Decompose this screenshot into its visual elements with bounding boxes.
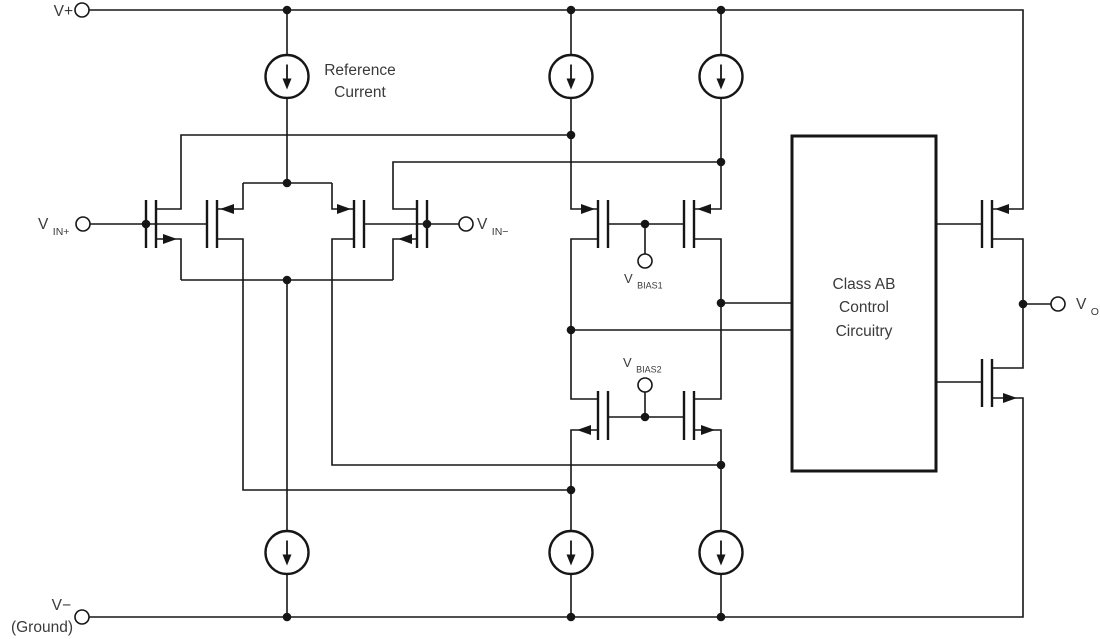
mosfet-source-arrow-icon [163,234,177,244]
wire [570,98,598,210]
bottom-current-source-right [698,529,744,576]
current-source-arrow-icon [716,78,726,90]
class-ab-control-box [790,134,938,473]
mosfet-source-arrow-icon [581,204,595,214]
junction-dot [566,485,576,495]
class-ab-label-line3: Circuitry [836,323,893,340]
vout-subscript: O [1091,306,1099,318]
class-ab-label-line1: Class AB [833,276,896,293]
wire [331,183,354,210]
junction-dot [716,460,726,470]
wire [156,134,571,210]
vout-label: V O [1076,296,1099,318]
cascode-nmos-left [577,391,610,440]
vin-plus-terminal [75,216,91,232]
vbias1-terminal [637,253,653,269]
reference-current-source [264,53,310,100]
wire [570,429,598,531]
vin-minus-base: V [477,216,488,233]
mosfet-source-arrow-icon [220,204,234,214]
vbias2-base: V [623,355,632,370]
vout-base: V [1076,296,1087,313]
input-pmos-vin-minus [337,200,366,248]
junction-dot [716,298,726,308]
cascode-pmos-right [682,200,711,248]
mosfet-source-arrow-icon [398,234,412,244]
junction-dot [566,325,576,335]
mosfet-source-arrow-icon [337,204,351,214]
junction-dot [282,275,292,285]
wire [694,429,722,531]
mosfet-source-arrow-icon [697,204,711,214]
current-source-arrow-icon [282,554,292,566]
vout-terminal [1050,296,1066,312]
mosfet-source-arrow-icon [995,204,1009,214]
junction-dot [640,412,650,422]
cascode-nmos-right [682,391,715,440]
vbias1-base: V [624,271,633,286]
mosfet-source-arrow-icon [701,425,715,435]
junction-dot [716,612,726,622]
current-source-arrow-icon [566,554,576,566]
junction-dot [566,612,576,622]
junction-dot [282,5,292,15]
vin-minus-subscript: IN− [492,226,509,238]
vbias2-subscript: BIAS2 [636,365,662,375]
junction-dot [716,5,726,15]
wire [694,98,722,210]
reference-current-label-line1: Reference [324,62,396,79]
vin-plus-subscript: IN+ [53,226,70,238]
junction-dot [716,157,726,167]
output-nmos [980,359,1017,407]
schematic-canvas [74,2,1066,625]
wire [992,238,1024,369]
mosfet-source-arrow-icon [1003,393,1017,403]
vbias1-label: V BIAS1 [624,270,663,291]
wire [392,161,721,210]
junction-dot [566,130,576,140]
current-source-arrow-icon [716,554,726,566]
junction-dot [1018,299,1028,309]
reference-current-label-line2: Current [334,84,386,101]
wire [156,238,182,280]
wire [694,238,722,400]
top-current-source-right [698,53,744,100]
v-plus-terminal [74,2,90,18]
junction-dot [282,178,292,188]
current-source-arrow-icon [566,78,576,90]
class-ab-label-line2: Control [839,299,889,316]
junction-dot [566,5,576,15]
junction-dot [282,612,292,622]
vin-plus-label: V IN+ [38,216,69,238]
vbias1-subscript: BIAS1 [637,281,663,291]
vin-plus-base: V [38,216,49,233]
vbias2-terminal [637,377,653,393]
wire [570,238,598,400]
output-pmos [980,200,1009,248]
cascode-pmos-left [581,200,610,248]
wire [217,238,571,491]
current-source-arrow-icon [282,78,292,90]
ground-label: (Ground) [11,619,73,636]
bottom-current-source-left [264,529,310,576]
junction-dot [141,219,151,229]
wire [331,238,721,466]
v-minus-label: V− [52,597,71,614]
junction-dot [422,219,432,229]
v-minus-terminal [74,609,90,625]
input-pmos-vin-plus [205,200,234,248]
junction-dot [640,219,650,229]
vin-minus-terminal [458,216,474,232]
vin-minus-label: V IN− [477,216,508,238]
wire [217,183,244,210]
v-plus-label: V+ [54,3,73,20]
bottom-current-source-middle [548,529,594,576]
mosfet-source-arrow-icon [577,425,591,435]
top-current-source-middle [548,53,594,100]
vbias2-label: V BIAS2 [623,354,662,375]
wire [392,238,417,280]
